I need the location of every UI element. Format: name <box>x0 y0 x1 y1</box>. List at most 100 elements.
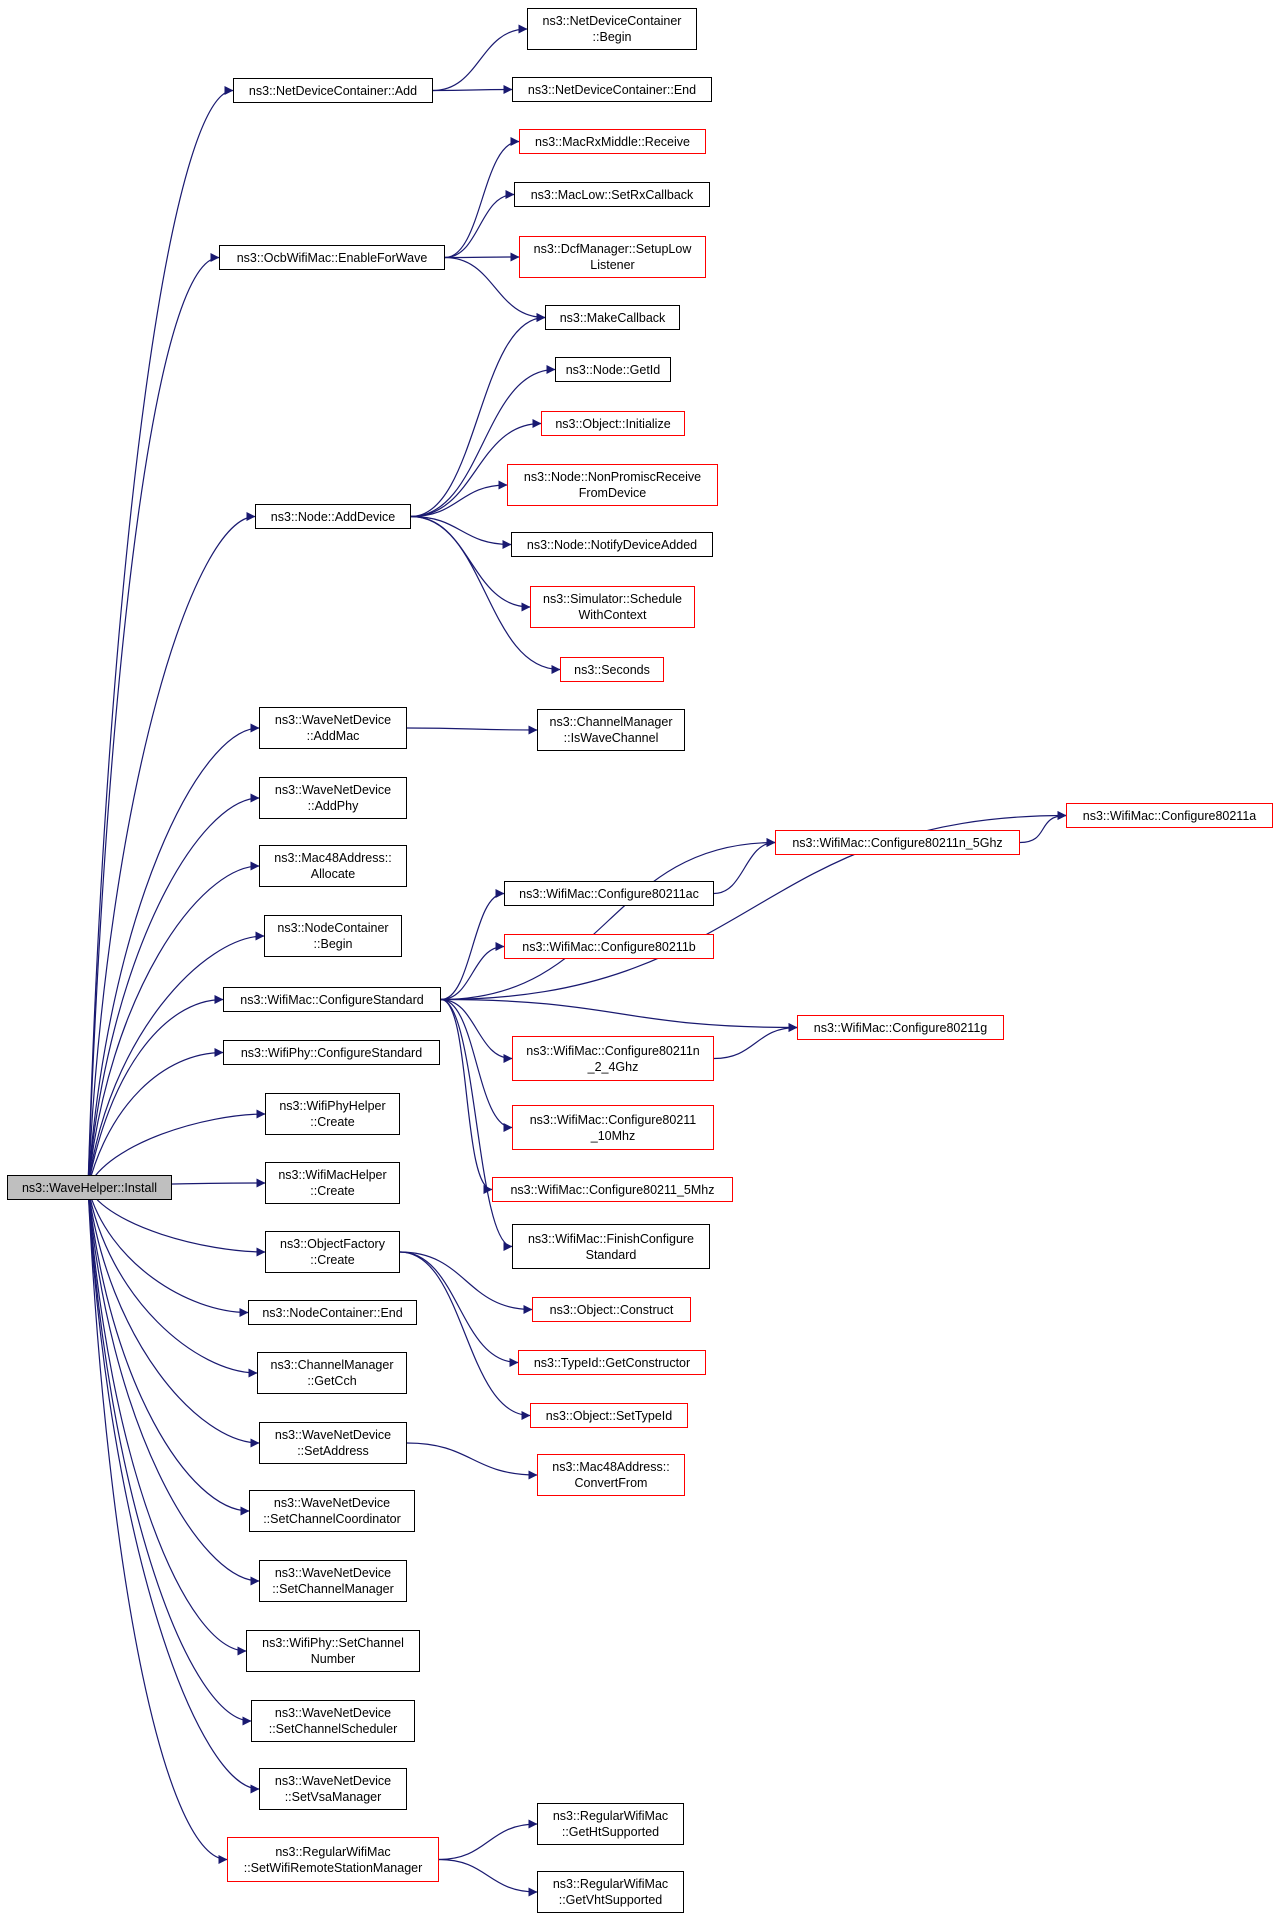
node-cm-getcch[interactable]: ns3::ChannelManager ::GetCch <box>257 1352 407 1394</box>
node-of-create[interactable]: ns3::ObjectFactory ::Create <box>265 1231 400 1273</box>
edge-install-to-wphy-cfgstd <box>87 1048 224 1188</box>
edge-rwm-setwrsm-to-rwm-getht <box>438 1819 538 1861</box>
edge-ndc-add-to-ndc-end <box>432 85 513 95</box>
edge-wm-cfg80211n5-to-wm-cfg80211a <box>1019 811 1067 844</box>
node-obj-construct[interactable]: ns3::Object::Construct <box>532 1297 691 1322</box>
node-rwm-getvht[interactable]: ns3::RegularWifiMac ::GetVhtSupported <box>537 1871 684 1913</box>
node-macrx-receive[interactable]: ns3::MacRxMiddle::Receive <box>519 129 706 154</box>
edge-install-to-wphy-setch <box>87 1187 247 1656</box>
node-wnd-setvsa[interactable]: ns3::WaveNetDevice ::SetVsaManager <box>259 1768 407 1810</box>
edge-wm-cfg80211n24-to-wm-cfg80211g <box>713 1023 798 1060</box>
node-wnd-addphy[interactable]: ns3::WaveNetDevice ::AddPhy <box>259 777 407 819</box>
node-wm-cfg80211a[interactable]: ns3::WifiMac::Configure80211a <box>1066 803 1273 828</box>
edge-wm-cfgstd-to-wm-cfg80211g <box>440 998 798 1032</box>
node-wnd-setaddr[interactable]: ns3::WaveNetDevice ::SetAddress <box>259 1422 407 1464</box>
edge-wnd-addmac-to-cm-iswave <box>406 725 538 735</box>
node-wm-cfg80211g[interactable]: ns3::WifiMac::Configure80211g <box>797 1015 1004 1040</box>
edge-wm-cfgstd-to-wm-cfg10 <box>440 998 513 1132</box>
edge-install-to-ocb-enable <box>87 253 220 1188</box>
edge-node-adddevice-to-sim-schedule <box>410 515 531 612</box>
node-rwm-getht[interactable]: ns3::RegularWifiMac ::GetHtSupported <box>537 1803 684 1845</box>
node-wm-cfgstd[interactable]: ns3::WifiMac::ConfigureStandard <box>223 987 441 1012</box>
node-wphyh-create[interactable]: ns3::WifiPhyHelper ::Create <box>265 1093 400 1135</box>
node-mac48-alloc[interactable]: ns3::Mac48Address:: Allocate <box>259 845 407 887</box>
edge-install-to-cm-getcch <box>87 1187 258 1378</box>
node-wmach-create[interactable]: ns3::WifiMacHelper ::Create <box>265 1162 400 1204</box>
edge-node-adddevice-to-makecallback <box>410 313 546 518</box>
node-wnd-setcs[interactable]: ns3::WaveNetDevice ::SetChannelScheduler <box>251 1700 415 1742</box>
node-dcf-setup[interactable]: ns3::DcfManager::SetupLow Listener <box>519 236 706 278</box>
edge-install-to-wnd-setvsa <box>87 1187 260 1794</box>
edge-of-create-to-typeid-getctor <box>399 1251 519 1367</box>
node-wnd-addmac[interactable]: ns3::WaveNetDevice ::AddMac <box>259 707 407 749</box>
node-wphy-cfgstd[interactable]: ns3::WifiPhy::ConfigureStandard <box>223 1040 440 1065</box>
edge-wm-cfgstd-to-wm-cfg80211b <box>440 942 505 1001</box>
node-wm-cfg10[interactable]: ns3::WifiMac::Configure80211 _10Mhz <box>512 1105 714 1150</box>
node-typeid-getctor[interactable]: ns3::TypeId::GetConstructor <box>518 1350 706 1375</box>
edge-wm-cfgstd-to-wm-cfg80211ac <box>440 889 505 1001</box>
node-wnd-setcm[interactable]: ns3::WaveNetDevice ::SetChannelManager <box>259 1560 407 1602</box>
node-wm-cfg5[interactable]: ns3::WifiMac::Configure80211_5Mhz <box>492 1177 733 1202</box>
edge-install-to-wnd-setcc <box>87 1187 250 1516</box>
node-node-getid[interactable]: ns3::Node::GetId <box>555 357 671 382</box>
node-wm-finish[interactable]: ns3::WifiMac::FinishConfigure Standard <box>512 1224 710 1269</box>
node-nc-end[interactable]: ns3::NodeContainer::End <box>248 1300 417 1325</box>
edge-install-to-ndc-add <box>87 86 234 1188</box>
node-ocb-enable[interactable]: ns3::OcbWifiMac::EnableForWave <box>219 245 445 270</box>
edge-wm-cfgstd-to-wm-finish <box>440 998 513 1251</box>
node-wm-cfg80211n5[interactable]: ns3::WifiMac::Configure80211n_5Ghz <box>775 830 1020 855</box>
edge-wm-cfgstd-to-wm-cfg80211n24 <box>440 998 513 1063</box>
node-maclow-setrx[interactable]: ns3::MacLow::SetRxCallback <box>514 182 710 207</box>
edge-ocb-enable-to-macrx-receive <box>444 137 520 259</box>
node-wm-cfg80211n24[interactable]: ns3::WifiMac::Configure80211n _2_4Ghz <box>512 1036 714 1081</box>
edge-install-to-rwm-setwrsm <box>87 1187 228 1864</box>
edge-wm-cfgstd-to-wm-cfg80211n5 <box>440 838 776 1001</box>
node-seconds[interactable]: ns3::Seconds <box>560 657 664 682</box>
call-edges <box>87 24 1067 1897</box>
edge-wm-cfgstd-to-wm-cfg5 <box>440 998 493 1194</box>
edge-install-to-wnd-setcm <box>87 1187 260 1586</box>
node-ndc-begin[interactable]: ns3::NetDeviceContainer ::Begin <box>527 8 697 50</box>
node-obj-settypeid[interactable]: ns3::Object::SetTypeId <box>530 1403 688 1428</box>
node-node-adddevice[interactable]: ns3::Node::AddDevice <box>255 504 411 529</box>
edge-install-to-nc-begin <box>87 931 265 1188</box>
edge-install-to-wnd-addmac <box>87 723 260 1188</box>
node-install[interactable]: ns3::WaveHelper::Install <box>7 1175 172 1200</box>
edge-node-adddevice-to-seconds <box>410 515 561 674</box>
node-obj-init[interactable]: ns3::Object::Initialize <box>541 411 685 436</box>
node-cm-iswave[interactable]: ns3::ChannelManager ::IsWaveChannel <box>537 709 685 751</box>
node-wphy-setch[interactable]: ns3::WifiPhy::SetChannel Number <box>246 1630 420 1672</box>
node-nc-begin[interactable]: ns3::NodeContainer ::Begin <box>264 915 402 957</box>
node-node-nonpromisc[interactable]: ns3::Node::NonPromiscReceive FromDevice <box>507 464 718 506</box>
node-sim-schedule[interactable]: ns3::Simulator::Schedule WithContext <box>530 586 695 628</box>
edge-install-to-wnd-addphy <box>87 793 260 1188</box>
edge-wnd-setaddr-to-mac48-convert <box>406 1442 538 1480</box>
edge-install-to-node-adddevice <box>87 512 256 1188</box>
edge-wm-cfg80211ac-to-wm-cfg80211n5 <box>713 838 776 895</box>
edge-wm-cfgstd-to-wm-cfg80211a <box>440 811 1067 1001</box>
edge-install-to-wnd-setcs <box>87 1187 252 1726</box>
node-wnd-setcc[interactable]: ns3::WaveNetDevice ::SetChannelCoordinat… <box>249 1490 415 1532</box>
edge-install-to-wm-cfgstd <box>87 995 224 1188</box>
edge-node-adddevice-to-node-nonpromisc <box>410 480 508 518</box>
node-rwm-setwrsm[interactable]: ns3::RegularWifiMac ::SetWifiRemoteStati… <box>227 1837 439 1882</box>
edge-install-to-of-create <box>87 1187 266 1257</box>
node-ndc-add[interactable]: ns3::NetDeviceContainer::Add <box>233 78 433 103</box>
edge-install-to-wnd-setaddr <box>87 1187 260 1448</box>
edge-rwm-setwrsm-to-rwm-getvht <box>438 1858 538 1897</box>
node-wm-cfg80211b[interactable]: ns3::WifiMac::Configure80211b <box>504 934 714 959</box>
edge-install-to-wphyh-create <box>87 1109 266 1188</box>
edge-of-create-to-obj-construct <box>399 1251 533 1314</box>
node-wm-cfg80211ac[interactable]: ns3::WifiMac::Configure80211ac <box>504 881 714 906</box>
edge-install-to-nc-end <box>87 1187 249 1317</box>
edge-ocb-enable-to-makecallback <box>444 256 546 322</box>
edge-node-adddevice-to-node-getid <box>410 365 556 518</box>
edge-ndc-add-to-ndc-begin <box>432 24 528 92</box>
node-node-notify[interactable]: ns3::Node::NotifyDeviceAdded <box>511 532 713 557</box>
node-makecallback[interactable]: ns3::MakeCallback <box>545 305 680 330</box>
node-ndc-end[interactable]: ns3::NetDeviceContainer::End <box>512 77 712 102</box>
node-mac48-convert[interactable]: ns3::Mac48Address:: ConvertFrom <box>537 1454 685 1496</box>
edge-of-create-to-obj-settypeid <box>399 1251 531 1420</box>
edge-install-to-mac48-alloc <box>87 861 260 1188</box>
